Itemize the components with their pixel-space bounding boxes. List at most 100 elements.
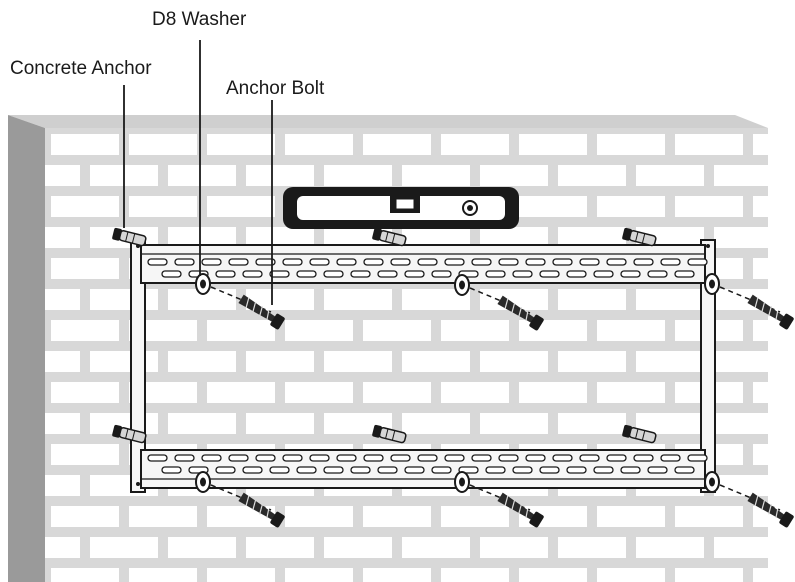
brick <box>753 506 768 527</box>
bracket-slot <box>336 258 357 266</box>
brick <box>324 351 392 372</box>
bracket-slot <box>161 466 182 474</box>
brick <box>45 537 80 558</box>
brick <box>402 351 470 372</box>
bracket-slot <box>242 466 263 474</box>
brick <box>207 320 275 341</box>
brick <box>402 289 470 310</box>
bracket-slot <box>174 454 195 462</box>
brick <box>480 227 548 248</box>
brick <box>51 506 119 527</box>
brick <box>363 568 431 582</box>
bracket-slot <box>404 270 425 278</box>
wall-side-face <box>8 115 45 582</box>
brick <box>207 196 275 217</box>
brick <box>363 134 431 155</box>
brick <box>246 289 314 310</box>
d8-washer <box>704 471 720 493</box>
brick <box>285 320 353 341</box>
bracket-slot <box>660 258 681 266</box>
brick <box>480 165 548 186</box>
spirit-level <box>283 187 519 229</box>
bracket-slot <box>377 466 398 474</box>
brick-wall <box>8 115 768 582</box>
bracket-slot <box>161 270 182 278</box>
bracket-slot <box>404 466 425 474</box>
brick <box>480 351 548 372</box>
bracket-slot <box>593 466 614 474</box>
brick <box>129 568 197 582</box>
bracket-slot <box>525 258 546 266</box>
brick <box>168 289 236 310</box>
bracket-slot <box>539 466 560 474</box>
bracket-slot <box>174 258 195 266</box>
brick <box>753 134 768 155</box>
brick <box>597 134 665 155</box>
bracket-slot <box>485 466 506 474</box>
brick <box>636 289 704 310</box>
bracket-slot <box>282 454 303 462</box>
brick <box>363 320 431 341</box>
brick <box>753 444 768 465</box>
brick <box>480 289 548 310</box>
bracket-slot <box>296 466 317 474</box>
brick <box>402 165 470 186</box>
brick <box>558 165 626 186</box>
brick <box>51 382 119 403</box>
bracket-slot <box>566 466 587 474</box>
brick <box>285 506 353 527</box>
bracket-slot <box>498 258 519 266</box>
brick <box>558 537 626 558</box>
brick <box>519 568 587 582</box>
brick <box>597 506 665 527</box>
brick <box>675 196 743 217</box>
brick <box>441 320 509 341</box>
bracket-slot <box>647 466 668 474</box>
bracket-slot <box>539 270 560 278</box>
bracket-slot <box>336 454 357 462</box>
bracket-slot <box>633 258 654 266</box>
brick <box>519 134 587 155</box>
brick <box>90 289 158 310</box>
bracket-slot <box>228 258 249 266</box>
brick <box>168 413 236 434</box>
brick <box>519 320 587 341</box>
brick <box>90 351 158 372</box>
bracket-slot <box>471 258 492 266</box>
bracket-slot <box>282 258 303 266</box>
brick <box>675 134 743 155</box>
bracket-slot <box>390 454 411 462</box>
brick <box>714 227 768 248</box>
brick <box>363 506 431 527</box>
brick <box>558 413 626 434</box>
brick <box>597 568 665 582</box>
brick <box>129 196 197 217</box>
bracket-slot <box>593 270 614 278</box>
brick <box>597 320 665 341</box>
brick <box>45 351 80 372</box>
brick <box>441 568 509 582</box>
brick <box>207 568 275 582</box>
brick <box>246 537 314 558</box>
bracket-slot <box>431 270 452 278</box>
brick <box>519 196 587 217</box>
brick <box>597 196 665 217</box>
bracket-slot <box>201 454 222 462</box>
brick <box>597 382 665 403</box>
bracket-slot <box>431 466 452 474</box>
mounting-hardware <box>111 226 795 529</box>
brick <box>753 196 768 217</box>
bracket-slot <box>255 454 276 462</box>
callout-lines <box>123 40 273 305</box>
brick <box>51 320 119 341</box>
bracket-slot <box>552 258 573 266</box>
brick <box>636 351 704 372</box>
wall-top-face <box>8 115 768 128</box>
brick <box>558 351 626 372</box>
bracket-slot <box>512 466 533 474</box>
bracket-slot <box>390 258 411 266</box>
bracket-slot <box>552 454 573 462</box>
brick <box>753 320 768 341</box>
brick <box>636 165 704 186</box>
